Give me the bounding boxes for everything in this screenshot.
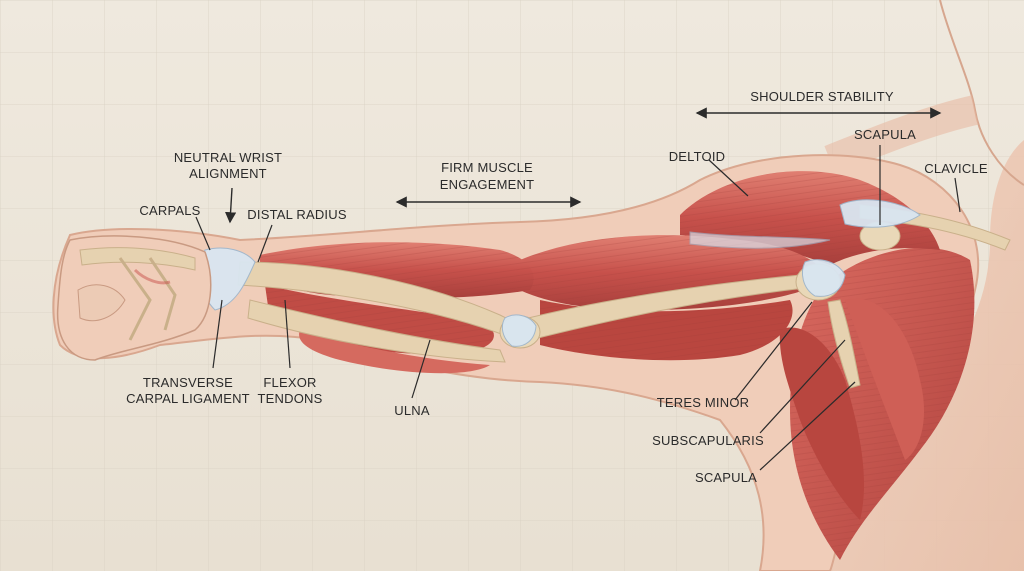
clavicle-leader [954,177,961,213]
wrist-down-arrow [224,187,237,224]
label-scapula-top: SCAPULA [854,127,916,142]
label-neutral-wrist: NEUTRAL WRIST [174,150,282,165]
transverse-leader [212,299,223,369]
label-flexor: FLEXOR [263,375,316,390]
distal-radius-leader [257,224,273,263]
flexor-leader [284,299,291,369]
ulna-leader [411,339,431,399]
label-alignment: ALIGNMENT [189,166,267,181]
label-shoulder-stability: SHOULDER STABILITY [750,89,894,104]
leader-lines [195,145,961,471]
label-clavicle: CLAVICLE [924,161,988,176]
fist [56,235,212,361]
arrows [224,107,942,224]
subscapularis-leader [759,339,846,434]
label-teres-minor: TERES MINOR [657,395,749,410]
label-scapula-bottom: SCAPULA [695,470,757,485]
label-ulna: ULNA [394,403,430,418]
labels: SHOULDER STABILITY SCAPULA DELTOID CLAVI… [126,89,988,485]
label-carpal-ligament: CARPAL LIGAMENT [126,391,250,406]
label-deltoid: DELTOID [669,149,726,164]
carpals-leader [195,216,211,251]
label-transverse: TRANSVERSE [143,375,233,390]
deltoid-leader [708,159,749,197]
torso-skin [780,0,1024,571]
label-distal-radius: DISTAL RADIUS [247,207,347,222]
label-tendons: TENDONS [258,391,323,406]
label-subscapularis: SUBSCAPULARIS [652,433,764,448]
scapula-bottom-leader [759,381,856,471]
label-carpals: CARPALS [139,203,200,218]
label-firm-muscle: FIRM MUSCLE [441,160,533,175]
label-engagement: ENGAGEMENT [440,177,534,192]
teres-minor-leader [734,301,813,401]
